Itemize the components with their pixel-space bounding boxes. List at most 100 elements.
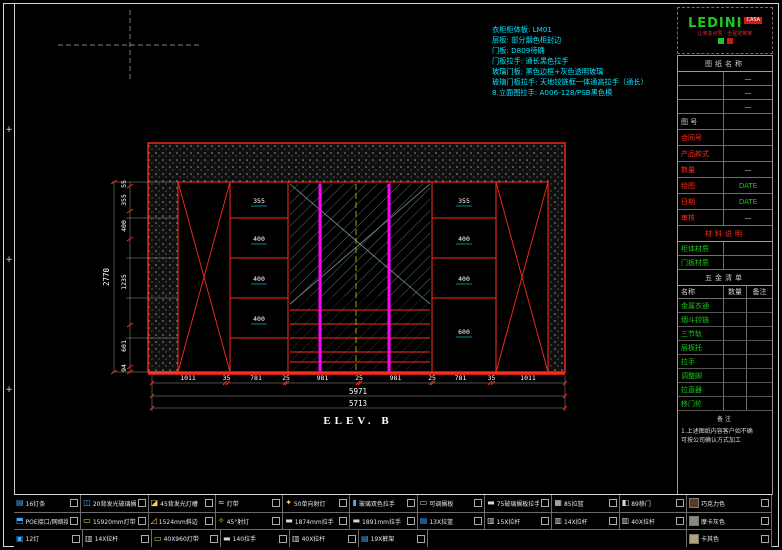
titleblock-dash-row: — xyxy=(678,72,772,86)
svg-text:5713: 5713 xyxy=(349,399,367,408)
rod-icon: ▥ xyxy=(292,533,300,543)
color-option-mocha: 摩卡灰色 xyxy=(687,512,772,530)
legend-label: 14X拉杆 xyxy=(94,536,119,544)
legend-checkbox[interactable] xyxy=(137,499,146,508)
svg-text:781: 781 xyxy=(250,374,262,382)
basket-icon: ▤ xyxy=(419,516,428,525)
legend-checkbox[interactable] xyxy=(417,534,425,543)
logo-icons xyxy=(717,38,733,44)
legend-label: 13X拉篮 xyxy=(429,518,454,526)
hardware-row: 拉直器 xyxy=(678,383,772,397)
svg-text:601: 601 xyxy=(120,340,128,352)
note-title: 备注 xyxy=(716,416,733,423)
svg-text:门板: D809待确: 门板: D809待确 xyxy=(492,46,545,55)
legend-item: ▤19X裤架 xyxy=(359,530,428,548)
legend-item: ◿1524mm斜边 xyxy=(149,512,216,530)
glass-door-hatch xyxy=(289,183,431,370)
legend-label: 15X拉杆 xyxy=(496,518,521,526)
legend-checkbox[interactable] xyxy=(675,517,684,525)
legend-item: ◧89移门 xyxy=(620,495,687,512)
titleblock-header: 图纸名称 xyxy=(678,56,772,72)
legend-item: ▥40X拉杆 xyxy=(290,530,359,548)
svg-text:355: 355 xyxy=(458,197,470,205)
legend-checkbox[interactable] xyxy=(474,499,483,508)
legend-checkbox[interactable] xyxy=(339,517,348,525)
right-x-brace xyxy=(495,181,549,373)
legend-filler xyxy=(428,530,687,548)
legend-label: 89移门 xyxy=(631,500,651,508)
svg-text:55: 55 xyxy=(120,180,128,188)
legend-item: ▬140拉手 xyxy=(221,530,290,548)
hardware-row: 层板托 xyxy=(678,341,772,355)
legend-label: 140拉手 xyxy=(232,536,257,544)
handle-icon: ▬ xyxy=(285,516,293,525)
legend-checkbox[interactable] xyxy=(210,534,218,543)
legend-item: ▣12灯 xyxy=(14,530,83,548)
svg-text:355: 355 xyxy=(253,197,265,205)
legend-checkbox[interactable] xyxy=(339,499,348,508)
legend-item: ⬒POE接口/网络接口 xyxy=(14,512,82,530)
logo-square-green-icon xyxy=(717,38,724,44)
legend-checkbox[interactable] xyxy=(541,499,550,508)
legend-item: ▥40X拉杆 xyxy=(620,512,687,530)
svg-text:355: 355 xyxy=(120,194,128,206)
hw-item: 调整脚 xyxy=(678,369,724,382)
legend-checkbox[interactable] xyxy=(348,534,356,543)
material-label: 柜体材质 xyxy=(678,242,724,255)
legend-checkbox[interactable] xyxy=(72,534,80,543)
legend-label: 19X裤架 xyxy=(370,536,395,544)
material-row-door: 门板材质 xyxy=(678,256,772,270)
legend-checkbox[interactable] xyxy=(406,517,415,525)
legend-checkbox[interactable] xyxy=(279,534,287,543)
legend-checkbox[interactable] xyxy=(137,517,146,525)
legend-checkbox[interactable] xyxy=(204,517,213,525)
door-handle-left xyxy=(318,184,322,372)
title-block: 图纸名称 — — — 图 号 合同号 产品款式 数量 — 绘图 DATE 日期 … xyxy=(677,55,773,495)
legend-checkbox[interactable] xyxy=(608,517,617,525)
legend-checkbox[interactable] xyxy=(70,499,79,508)
legend-label: 50单向射灯 xyxy=(293,500,326,508)
poe-socket-icon: ⬒ xyxy=(16,516,24,525)
legend-checkbox[interactable] xyxy=(474,517,483,525)
field-drawn: 绘图 DATE xyxy=(678,178,772,194)
legend-item: ▮玻璃双色拉手 xyxy=(350,495,418,512)
svg-text:981: 981 xyxy=(317,374,329,382)
legend-label: 14X拉杆 xyxy=(563,518,588,526)
field-value: DATE xyxy=(738,197,758,206)
shelf-dim-labels-left: 355 400 400 400 xyxy=(253,197,265,323)
color-checkbox[interactable] xyxy=(760,517,769,525)
legend-checkbox[interactable] xyxy=(70,517,79,525)
svg-text:600: 600 xyxy=(458,328,470,336)
hw-col-name: 名称 xyxy=(678,286,724,298)
svg-text:1011: 1011 xyxy=(520,374,536,382)
color-checkbox[interactable] xyxy=(760,499,769,508)
legend-checkbox[interactable] xyxy=(272,517,281,525)
legend-checkbox[interactable] xyxy=(608,499,617,508)
legend-checkbox[interactable] xyxy=(675,499,684,508)
shelf-dim-ticks-left xyxy=(251,205,267,325)
legend-item: ▥14X拉杆 xyxy=(552,512,620,530)
legend-checkbox[interactable] xyxy=(541,517,550,525)
color-checkbox[interactable] xyxy=(761,534,769,543)
field-label: 合同号 xyxy=(678,130,724,145)
legend-item: ▭40X960灯带 xyxy=(152,530,221,548)
color-option-chocolate: 巧克力色 xyxy=(687,495,772,512)
legend-label: 可调搁板 xyxy=(429,500,454,508)
svg-text:94: 94 xyxy=(120,364,128,372)
svg-text:玻璃门板: 黑色边框+灰色透明玻璃: 玻璃门板: 黑色边框+灰色透明玻璃 xyxy=(492,67,603,76)
shelf-dim-labels-right: 355 400 400 600 xyxy=(458,197,470,336)
hw-col-note: 备注 xyxy=(752,288,767,296)
material-header: 材料说明 xyxy=(678,226,772,242)
left-shelves xyxy=(230,217,288,339)
legend-item: ◪45背发光灯槽 xyxy=(149,495,216,512)
svg-text:1011: 1011 xyxy=(180,374,196,382)
legend-label: 45背发光灯槽 xyxy=(160,500,198,508)
color-label: 巧克力色 xyxy=(700,500,725,508)
bevel-icon: ◿ xyxy=(150,516,157,525)
legend-checkbox[interactable] xyxy=(406,499,415,508)
hw-item: 烟斗铰链 xyxy=(678,313,724,326)
legend-checkbox[interactable] xyxy=(204,499,213,508)
basket-icon: ▦ xyxy=(554,498,562,508)
legend-checkbox[interactable] xyxy=(141,534,149,543)
legend-checkbox[interactable] xyxy=(272,499,281,508)
